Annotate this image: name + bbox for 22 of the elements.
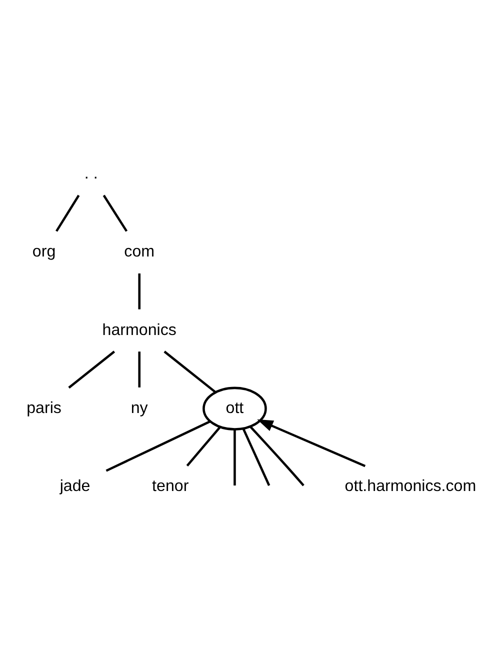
- connector: [106, 420, 211, 472]
- node-text: org: [32, 242, 56, 260]
- node-text: jade: [60, 476, 90, 494]
- connector: [234, 429, 236, 485]
- node-text: . .: [84, 164, 98, 182]
- connector: [164, 350, 216, 393]
- connector: [242, 428, 270, 486]
- connector: [138, 272, 141, 309]
- connector: [68, 350, 116, 388]
- connector: [186, 426, 221, 466]
- node-text: harmonics: [102, 320, 176, 338]
- connector: [102, 194, 128, 232]
- node-ellipse: ott: [202, 386, 267, 430]
- node-text: com: [124, 242, 155, 260]
- node-text: tenor: [152, 476, 189, 494]
- connector: [56, 194, 80, 232]
- arrow: [257, 418, 366, 467]
- node-text: paris: [26, 398, 62, 416]
- connector: [138, 351, 141, 387]
- node-text: ott.harmonics.com: [344, 476, 476, 494]
- node-text: ny: [130, 398, 148, 416]
- connector: [250, 426, 304, 486]
